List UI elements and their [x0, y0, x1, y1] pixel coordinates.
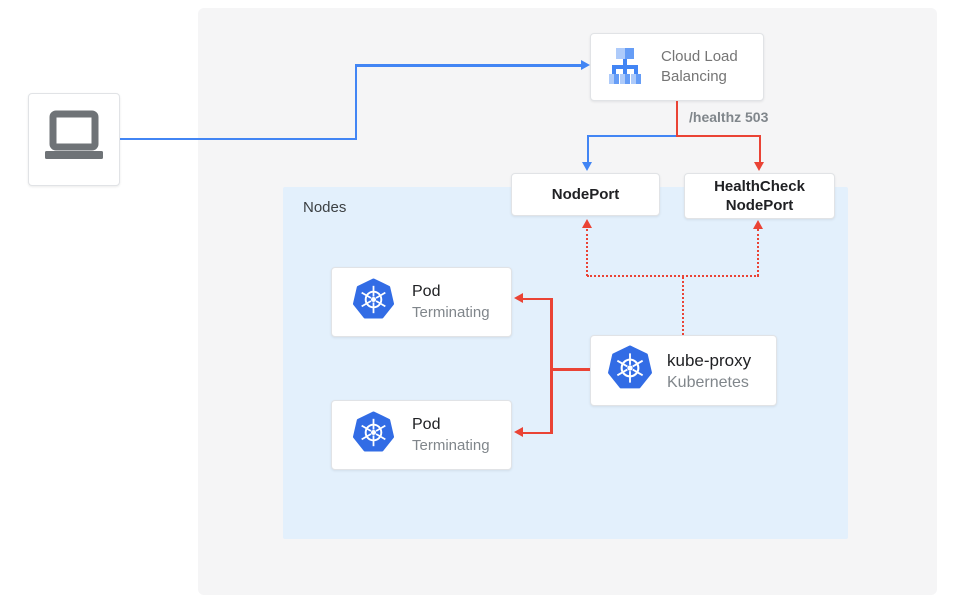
- cloud-load-balancing-label: Cloud Load Balancing: [661, 48, 738, 85]
- kube-proxy-subtitle: Kubernetes: [667, 373, 749, 391]
- pod-title: Pod: [412, 283, 441, 300]
- healthz-status-label: /healthz 503: [689, 109, 769, 125]
- edge-clb-healthcheck-segment: [758, 134, 761, 163]
- nodes-group-label: Nodes: [303, 199, 347, 216]
- kube-proxy-title: kube-proxy: [667, 350, 752, 370]
- dotted-edge-to-nodeport-segment: [586, 229, 588, 276]
- arrowhead-into-healthcheck-nodeport: [754, 162, 765, 171]
- laptop-icon: [42, 109, 106, 170]
- kube-proxy-node: kube-proxy Kubernetes: [590, 335, 777, 406]
- edge-kubeproxy-to-pods-segment: [550, 297, 553, 434]
- arrowhead-dotted-into-nodeport: [581, 219, 592, 228]
- pod-title: Pod: [412, 416, 441, 433]
- nodeport-node: NodePort: [511, 173, 660, 216]
- client-node: [28, 93, 120, 186]
- pod-terminating-node-2: Pod Terminating: [331, 400, 512, 470]
- healthcheck-nodeport-node: HealthCheck NodePort: [684, 173, 835, 219]
- edge-kubeproxy-to-pod1-segment: [523, 297, 551, 300]
- arrowhead-into-pod2: [514, 427, 523, 438]
- kubernetes-icon: [607, 345, 653, 396]
- edge-client-to-clb-segment: [120, 137, 356, 140]
- kubernetes-icon: [352, 411, 395, 459]
- edge-client-to-clb-segment: [354, 64, 357, 140]
- arrowhead-into-pod1: [514, 293, 523, 304]
- edge-clb-to-nodeport-segment: [586, 134, 589, 163]
- arrowhead-into-clb: [581, 59, 590, 70]
- arrowhead-into-nodeport: [582, 162, 593, 171]
- pod-status: Terminating: [412, 437, 490, 454]
- pod-terminating-node-1: Pod Terminating: [331, 267, 512, 337]
- healthcheck-nodeport-label: HealthCheck NodePort: [714, 178, 805, 214]
- nodeport-label: NodePort: [551, 186, 620, 203]
- kubernetes-icon: [352, 278, 395, 326]
- dotted-edge-to-healthcheck-nodeport-segment: [757, 229, 759, 276]
- edge-clb-healthcheck-segment: [676, 134, 760, 137]
- dotted-edge-kubeproxy-up-segment: [682, 277, 684, 335]
- edge-kubeproxy-to-pods-segment: [551, 368, 590, 371]
- edge-client-to-clb-segment: [354, 64, 582, 67]
- edge-clb-healthcheck-segment: [675, 101, 678, 137]
- pod-status: Terminating: [412, 304, 490, 321]
- dotted-edge-kubeproxy-up-segment: [587, 275, 759, 277]
- arrowhead-dotted-into-healthcheck-nodeport: [752, 220, 763, 229]
- edge-clb-to-nodeport-segment: [588, 134, 676, 137]
- cloud-load-balancing-node: Cloud Load Balancing: [590, 33, 764, 101]
- cloud-load-balancing-icon: [601, 41, 649, 94]
- edge-kubeproxy-to-pod2-segment: [523, 431, 551, 434]
